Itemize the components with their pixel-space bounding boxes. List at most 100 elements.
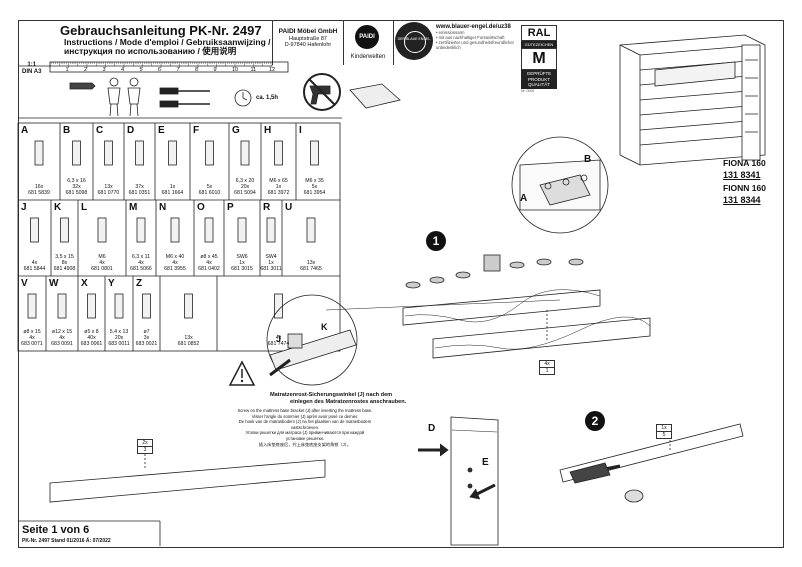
part-letter: W <box>49 278 59 289</box>
part-info-line: ø8 x 45 <box>200 254 218 260</box>
part-letter: B <box>63 125 71 136</box>
part-info-line: 683 0021 <box>135 341 158 347</box>
warning-callout-j: J <box>276 334 282 344</box>
part-info-line: 4x <box>138 260 144 266</box>
part-info-line: 681 5098 <box>65 190 88 196</box>
warning-line-7: 插入床垫底座后，拧上床垫底座支架的角铁（J）。 <box>258 441 352 447</box>
product-2-number: 131 8344 <box>723 195 761 205</box>
part-info-line: 681 0852 <box>177 341 200 347</box>
part-info-line: 4x <box>206 260 212 266</box>
part-info-line: 4x <box>59 335 65 341</box>
ruler-tick-label: 4 <box>121 67 125 73</box>
part-letter: Y <box>108 278 115 289</box>
ruler-tick-label: 2 <box>84 67 88 73</box>
warning-line-3: De hoek van de matrasbodem (J) na het pl… <box>238 419 372 425</box>
rail-left <box>49 459 326 503</box>
part-info-line: 681 5844 <box>23 266 46 272</box>
part-info-line: 6,3 x 20 <box>235 178 255 184</box>
zoom-circle-warning <box>266 294 358 386</box>
part-info-line: 3,5 x 15 <box>55 254 74 260</box>
part-letter: R <box>263 202 271 213</box>
ral-code: Nr. 0000 <box>521 88 535 93</box>
part-info-line: 13x <box>104 184 113 190</box>
part-info-line: 16x <box>34 184 44 190</box>
part-info-line: 20x <box>240 184 250 190</box>
ruler-tick-label: 3 <box>102 67 106 73</box>
part-info-line: 5x <box>311 184 318 190</box>
part-info-line: 20x <box>114 335 124 341</box>
ral-caption-2: PRODUKT <box>527 76 550 82</box>
part-info-line: 681 0402 <box>198 266 220 272</box>
blue-angel-line-2: • mit aus nachhaltiger Forstwirtschaft <box>436 35 505 40</box>
part-letter: Z <box>136 278 143 289</box>
part-info-line: ø5 x 8 <box>84 329 99 335</box>
clock-icon <box>234 89 252 107</box>
part-info-line: 681 3972 <box>267 190 290 196</box>
part-letter: I <box>299 125 302 136</box>
step-2-part-ref: 5 <box>657 431 671 438</box>
part-letter: D <box>127 125 135 136</box>
ral-caption-3: QUALITÄT <box>527 82 550 87</box>
part-letter: F <box>193 125 200 136</box>
product-list: FIONA 160 131 8341 FIONN 160 131 8344 <box>723 158 766 205</box>
warning-line-6: установке решетки. <box>285 435 325 441</box>
part-info-line: 5x <box>206 184 213 190</box>
part-info-line: 4x <box>172 260 178 266</box>
part-info-line: ø12 x 15 <box>51 329 73 335</box>
side-panel <box>450 416 499 546</box>
part-letter: P <box>227 202 234 213</box>
company-name: PAIDI Möbel GmbH <box>278 28 338 35</box>
warning-callout-k: K <box>321 322 328 332</box>
part-info-line: 681 0770 <box>97 190 120 196</box>
rail-lower <box>432 317 651 359</box>
part-info-line: 681 7474 <box>267 341 290 347</box>
ruler-format: DIN A3 <box>22 69 42 75</box>
part-info-line: 37x <box>135 184 144 190</box>
ruler-tick-label: 7 <box>176 67 180 73</box>
parts-table <box>17 122 341 352</box>
part-info-line: 8x <box>61 260 68 266</box>
step-1-qty: 4x <box>544 361 550 367</box>
rail-upper <box>402 289 601 326</box>
paidi-logo: PAIDI Kinderwelten <box>343 21 394 65</box>
part-info-line: SW6 <box>236 254 248 260</box>
part-letter: G <box>232 125 240 136</box>
subtitle-line-2: инструкция по использованию / 使用说明 <box>64 46 237 56</box>
part-letter: L <box>81 202 88 213</box>
step-1-callout-a: A <box>520 193 528 204</box>
part-letter: V <box>21 278 28 289</box>
part-letter: H <box>264 125 272 136</box>
page-number: Seite 1 von 6 <box>22 524 90 536</box>
part-info-line: 681 6010 <box>198 190 221 196</box>
part-info-line: M6 <box>98 254 106 260</box>
part-info-line: 1x <box>239 260 245 266</box>
ruler-scale: 1:1 DIN A3 <box>22 62 41 76</box>
part-info-line: 1x <box>268 260 274 266</box>
ruler-tick-label: 1 <box>65 67 69 73</box>
part-info-line: 6,3 x 11 <box>131 254 151 260</box>
part-info-line: 681 5839 <box>28 190 50 196</box>
cloth-icon <box>349 83 401 109</box>
part-info-line: 1x <box>169 184 176 190</box>
part-info-line: 681 3015 <box>231 266 253 272</box>
step-1-callout-b: B <box>584 154 592 165</box>
zoom-circle-1 <box>511 136 609 234</box>
part-info-line: 4x <box>99 260 105 266</box>
part-letter: E <box>158 125 165 136</box>
blue-angel-url: www.blauer-engel.de/uz38 <box>436 24 511 30</box>
ral-sub: GÜTEZEICHEN <box>521 41 557 48</box>
part-info-line: SW4 <box>265 254 277 260</box>
